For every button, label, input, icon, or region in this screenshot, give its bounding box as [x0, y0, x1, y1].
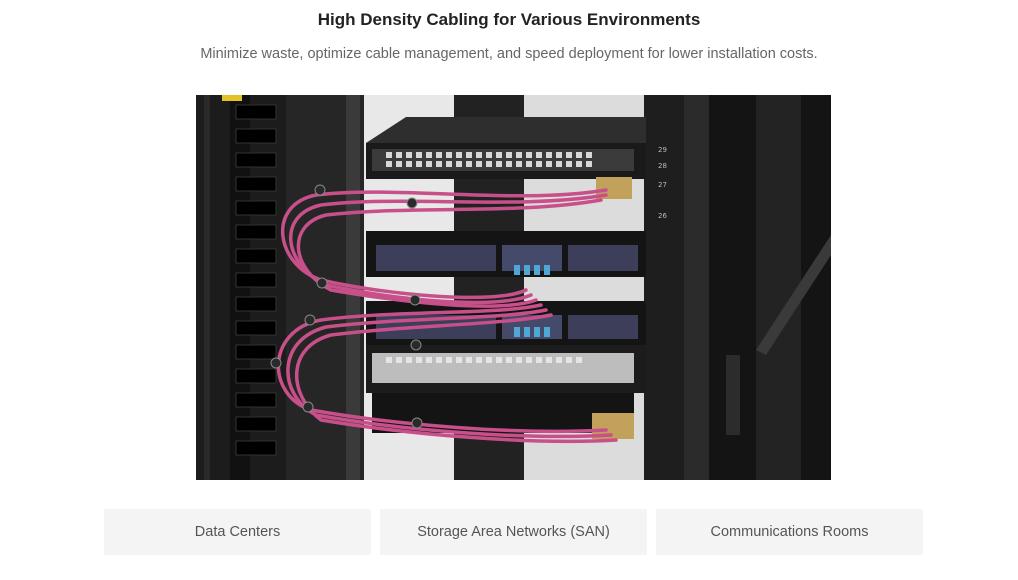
rack-label: 27 — [658, 181, 667, 189]
fiber-cables — [276, 188, 618, 444]
bottom-switch — [366, 345, 646, 439]
section-subtitle: Minimize waste, optimize cable managemen… — [200, 46, 818, 62]
tab-storage-area-networks[interactable]: Storage Area Networks (SAN) — [380, 509, 647, 555]
top-switch — [366, 117, 646, 199]
right-rack-post — [644, 95, 684, 480]
tab-communications-rooms[interactable]: Communications Rooms — [656, 509, 923, 555]
patch-panel-lower — [366, 301, 646, 345]
rack-label: 26 — [658, 212, 667, 220]
rack-cabling-photo: 29 28 27 26 — [196, 95, 831, 480]
rack-label: 28 — [658, 162, 667, 170]
tab-data-centers[interactable]: Data Centers — [104, 509, 371, 555]
rack-label: 29 — [658, 146, 667, 154]
cable-clips — [270, 184, 423, 429]
patch-panel-upper — [366, 231, 646, 277]
section-title: High Density Cabling for Various Environ… — [317, 10, 701, 29]
environment-tabs: Data Centers Storage Area Networks (SAN)… — [104, 509, 923, 555]
